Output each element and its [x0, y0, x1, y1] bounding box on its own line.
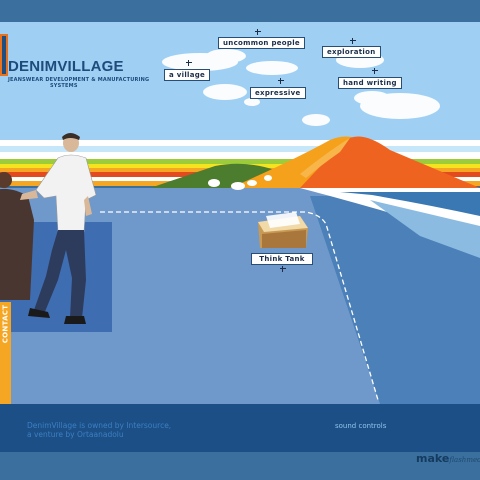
sheep-group	[208, 175, 272, 190]
make-label: make	[416, 452, 450, 465]
sheep	[264, 175, 272, 181]
contact-tab-label[interactable]: CONTACT	[0, 304, 11, 344]
hill-highlight	[300, 138, 350, 178]
stripe	[0, 146, 480, 152]
brand-name: DENIMVILLAGE	[8, 58, 124, 75]
sheep	[231, 182, 245, 190]
left-figure	[0, 172, 34, 300]
ground-right	[310, 196, 480, 404]
cloud	[246, 61, 298, 75]
footer-strip	[0, 452, 480, 480]
brand-logo[interactable]: DENIMVILLAGE JEANSWEAR DEVELOPMENT & MAN…	[0, 34, 149, 89]
tag-hand-writing[interactable]: hand writing	[338, 77, 402, 89]
think-tank-button[interactable]: Think Tank	[251, 253, 313, 265]
brand-tagline-2: SYSTEMS	[50, 83, 78, 89]
road-blue	[340, 192, 480, 216]
top-bar	[0, 0, 480, 22]
plus-icon	[255, 29, 261, 35]
make-suffix: flashmedia	[449, 456, 480, 464]
contact-tab[interactable]	[0, 302, 11, 412]
sheep	[208, 179, 220, 187]
think-tank-box	[258, 212, 308, 248]
sheep	[247, 180, 257, 186]
stripe	[0, 159, 480, 164]
stripe	[0, 152, 480, 159]
ownership-text: DenimVillage is owned by Intersource, a …	[27, 421, 171, 439]
plus-icon	[278, 78, 284, 84]
stripe	[0, 140, 480, 146]
tag-a-village[interactable]: a village	[164, 69, 211, 81]
tag-exploration[interactable]: exploration	[322, 46, 381, 58]
cloud	[302, 114, 330, 126]
brand-tagline: JEANSWEAR DEVELOPMENT & MANUFACTURING	[8, 77, 150, 83]
cloud	[206, 49, 246, 63]
cloud	[203, 84, 247, 100]
plus-icon	[372, 68, 378, 74]
contact-label-text: CONTACT	[1, 304, 10, 344]
ownership-line-2: a venture by Ortaanadolu	[27, 430, 124, 439]
dashed-path	[100, 211, 379, 401]
logo-mark-icon	[0, 34, 8, 76]
road-light	[370, 200, 480, 258]
cloud-group	[162, 49, 440, 126]
footer-band	[0, 404, 480, 452]
tag-expressive[interactable]: expressive	[250, 87, 306, 99]
sound-controls-link[interactable]: sound controls	[335, 422, 387, 430]
cloud	[354, 91, 390, 105]
tag-uncommon-people[interactable]: uncommon people	[218, 37, 305, 49]
plus-icon	[280, 266, 286, 272]
ownership-line-1: DenimVillage is owned by Intersource,	[27, 421, 172, 430]
cloud	[244, 98, 260, 106]
plus-icon	[186, 60, 192, 66]
orange-hill	[300, 136, 480, 188]
person-illustration	[20, 133, 97, 324]
plus-icon	[350, 38, 356, 44]
make-credit-logo[interactable]: makeflashmedia	[416, 452, 480, 465]
